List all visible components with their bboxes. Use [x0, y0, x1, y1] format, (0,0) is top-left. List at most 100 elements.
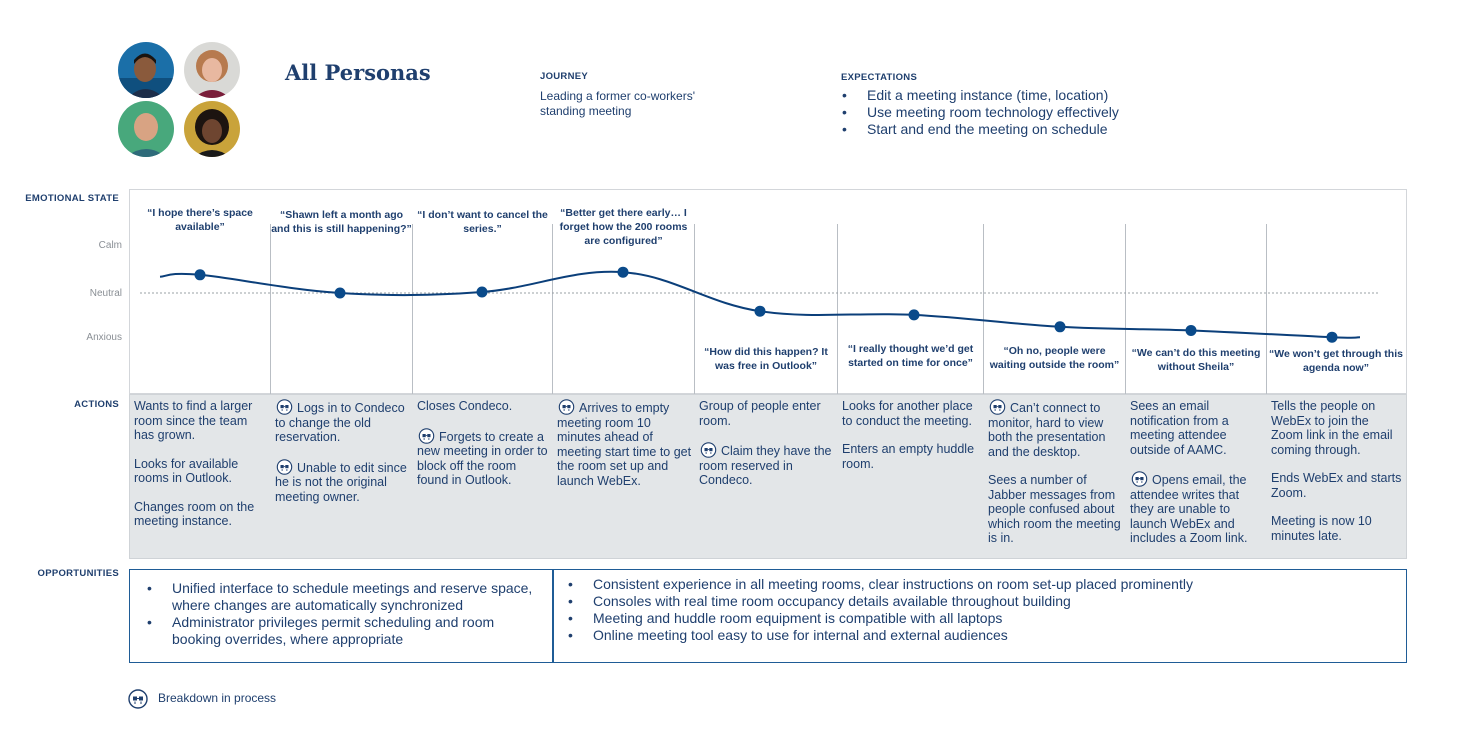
persona-avatar-1 — [118, 42, 174, 98]
stage-quote: “Oh no, people were waiting outside the … — [989, 345, 1120, 371]
calm-label: Calm — [98, 240, 122, 251]
opportunities-left-box — [129, 569, 554, 663]
action-item: Looks for available rooms in Outlook. — [134, 457, 268, 486]
emotion-point — [1185, 324, 1197, 336]
emotion-point — [617, 266, 629, 278]
stage-divider — [552, 224, 553, 512]
action-item: Changes room on the meeting instance. — [134, 500, 268, 529]
expectation-item: Edit a meeting instance (time, location) — [840, 87, 1119, 104]
emotion-point — [1326, 331, 1338, 343]
action-item: Wants to find a larger room since the te… — [134, 399, 268, 443]
action-text: Ends WebEx and starts Zoom. — [1271, 471, 1402, 500]
action-item: Enters an empty huddle room. — [842, 442, 981, 471]
stage-quote: “Shawn left a month ago and this is stil… — [271, 209, 412, 235]
stage-divider — [837, 224, 838, 544]
opportunities-right-box — [552, 569, 1407, 663]
action-item: Sees a number of Jabber messages from pe… — [988, 473, 1123, 546]
stage-divider — [1125, 224, 1126, 544]
action-text: Arrives to empty meeting room 10 minutes… — [557, 401, 692, 488]
action-text: Claim they have the room reserved in Con… — [699, 444, 832, 487]
expectation-item: Use meeting room technology effectively — [840, 104, 1119, 121]
neutral-label: Neutral — [89, 288, 122, 299]
emotion-point — [194, 269, 206, 281]
action-item: Looks for another place to conduct the m… — [842, 399, 981, 428]
stage-quote: “We can’t do this meeting without Sheila… — [1131, 347, 1261, 373]
action-item: Tells the people on WebEx to join the Zo… — [1271, 399, 1403, 457]
stage-divider — [412, 224, 413, 512]
emotion-point — [1054, 321, 1066, 333]
action-column: Arrives to empty meeting room 10 minutes… — [557, 399, 692, 502]
stage-quote: “I really thought we’d get started on ti… — [847, 343, 974, 369]
action-item: Opens email, the attendee writes that th… — [1130, 471, 1264, 546]
action-text: Sees an email notification from a meetin… — [1130, 399, 1229, 457]
actions-label: ACTIONS — [74, 399, 119, 410]
action-column: Can’t connect to monitor, hard to view b… — [988, 399, 1123, 560]
stage-quote: “How did this happen? It was free in Out… — [704, 346, 828, 372]
action-text: Looks for another place to conduct the m… — [842, 399, 973, 428]
stage-divider — [983, 224, 984, 544]
emotional-state-label: EMOTIONAL STATE — [25, 193, 119, 204]
breakdown-icon — [1131, 471, 1148, 487]
action-text: Meeting is now 10 minutes late. — [1271, 514, 1372, 543]
action-text: Wants to find a larger room since the te… — [134, 399, 253, 442]
stage-divider — [270, 224, 271, 512]
emotion-point — [908, 309, 920, 321]
persona-avatar-4 — [184, 101, 240, 157]
action-text: Closes Condeco. — [417, 399, 513, 413]
action-text: Tells the people on WebEx to join the Zo… — [1271, 399, 1393, 457]
breakdown-icon — [989, 399, 1006, 415]
action-item: Meeting is now 10 minutes late. — [1271, 514, 1403, 543]
stage-quote: “We won’t get through this agenda now” — [1269, 348, 1403, 374]
expectations-list: Edit a meeting instance (time, location)… — [840, 87, 1119, 138]
action-column: Wants to find a larger room since the te… — [134, 399, 268, 543]
action-item: Ends WebEx and starts Zoom. — [1271, 471, 1403, 500]
action-column: Sees an email notification from a meetin… — [1130, 399, 1264, 560]
action-text: Opens email, the attendee writes that th… — [1130, 473, 1248, 545]
action-text: Sees a number of Jabber messages from pe… — [988, 473, 1121, 545]
action-column: Closes Condeco. Forgets to create a new m… — [417, 399, 550, 502]
opportunity-item: Consoles with real time room occupancy d… — [566, 593, 1396, 610]
opportunity-item: Online meeting tool easy to use for inte… — [566, 627, 1396, 644]
action-item: Forgets to create a new meeting in order… — [417, 427, 550, 488]
stage-quote: “Better get there early… I forget how th… — [559, 207, 688, 247]
journey-heading: JOURNEY — [540, 71, 589, 82]
breakdown-icon — [558, 399, 575, 415]
action-text: Enters an empty huddle room. — [842, 442, 975, 471]
action-item: Closes Condeco. — [417, 399, 550, 414]
stage-divider — [694, 224, 695, 544]
opportunities-left-list: Unified interface to schedule meetings a… — [145, 580, 545, 648]
actions-panel — [129, 394, 1407, 559]
action-column: Looks for another place to conduct the m… — [842, 399, 981, 485]
action-text: Changes room on the meeting instance. — [134, 499, 255, 529]
action-text: Forgets to create a new meeting in order… — [417, 429, 548, 488]
action-column: Group of people enter room. Claim they ha… — [699, 399, 835, 502]
legend-label: Breakdown in process — [158, 691, 277, 705]
action-item: Can’t connect to monitor, hard to view b… — [988, 399, 1123, 459]
action-item: Logs in to Condeco to change the old res… — [275, 399, 410, 445]
persona-avatar-3 — [118, 101, 174, 157]
emotion-curve — [159, 270, 1361, 339]
breakdown-icon — [276, 458, 293, 475]
action-text: Looks for available rooms in Outlook. — [134, 456, 239, 486]
action-item: Unable to edit since he is not the origi… — [275, 458, 410, 505]
stage-quote: “I hope there’s space available” — [147, 207, 253, 233]
journey-text: Leading a former co-workers' standing me… — [540, 89, 696, 118]
action-text: Group of people enter room. — [699, 399, 821, 428]
expectation-item: Start and end the meeting on schedule — [840, 121, 1119, 138]
action-text: Logs in to Condeco to change the old res… — [275, 401, 405, 444]
action-text: Unable to edit since he is not the origi… — [275, 460, 407, 504]
action-text: Can’t connect to monitor, hard to view b… — [988, 401, 1106, 459]
stage-divider — [1266, 224, 1267, 544]
action-item: Claim they have the room reserved in Con… — [699, 442, 835, 488]
stage-quote: “I don’t want to cancel the series.” — [417, 209, 548, 235]
opportunity-item: Meeting and huddle room equipment is com… — [566, 610, 1396, 627]
opportunity-item: Consistent experience in all meeting roo… — [566, 576, 1396, 593]
breakdown-icon — [418, 427, 435, 444]
expectations-heading: EXPECTATIONS — [841, 72, 918, 83]
action-column: Tells the people on WebEx to join the Zo… — [1271, 399, 1403, 557]
action-item: Group of people enter room. — [699, 399, 835, 428]
opportunities-right-list: Consistent experience in all meeting roo… — [566, 576, 1396, 644]
page-title: All Personas — [285, 60, 431, 85]
action-column: Logs in to Condeco to change the old res… — [275, 399, 410, 518]
